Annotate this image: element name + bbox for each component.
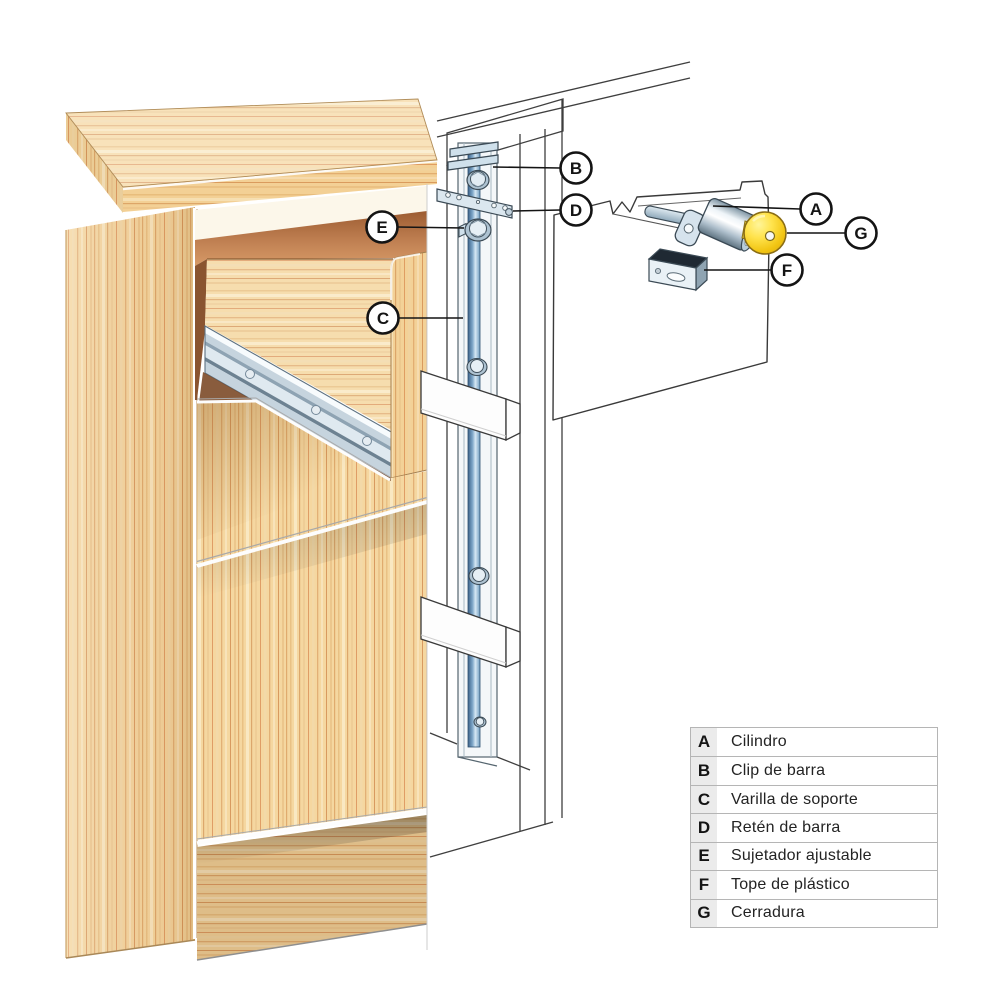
cross-bar-lower: [420, 596, 521, 668]
legend-label: Sujetador ajustable: [731, 847, 872, 865]
callout-b-letter: B: [570, 159, 582, 178]
bar-retainer: [436, 188, 513, 219]
legend-label: Clip de barra: [731, 762, 826, 780]
rod-fastener: [468, 566, 490, 586]
drawer-sketch-panel: [552, 180, 770, 421]
open-drawer-front: [390, 251, 428, 479]
bar-clip: [447, 141, 499, 191]
legend-row-d: D Retén de barra: [691, 813, 937, 842]
cross-bar-upper: [420, 370, 521, 442]
callout-f-letter: F: [782, 261, 792, 280]
cabinet-plinth: [196, 815, 428, 961]
rail-screw: [362, 436, 372, 446]
frame-bottom-edge: [429, 821, 554, 858]
legend-key: D: [691, 814, 717, 842]
legend-row-g: G Cerradura: [691, 898, 937, 927]
callout-e-letter: E: [376, 218, 387, 237]
top-outline-line: [436, 61, 691, 122]
legend-key: E: [691, 842, 717, 871]
callout-f: F: [770, 253, 804, 287]
drawer-divider-gap: [196, 500, 428, 568]
callout-a-letter: A: [810, 200, 822, 219]
cabinet-top-slab: [65, 98, 438, 213]
drawer-slide-rail: [204, 325, 394, 481]
legend-row-a: A Cilindro: [691, 728, 937, 757]
file-cabinet: [65, 98, 438, 961]
stop-screw-hole: [654, 267, 662, 275]
bay-left-shadow: [195, 259, 207, 400]
rail-screw: [311, 405, 321, 415]
cabinet-side-panel: [65, 207, 198, 959]
callout-a: A: [799, 192, 833, 226]
legend-row-e: E Sujetador ajustable: [691, 841, 937, 871]
leader-b: [492, 166, 561, 169]
callout-e: E: [365, 210, 399, 244]
leader-e: [397, 226, 465, 229]
legend-key: C: [691, 785, 717, 814]
legend-key: A: [691, 728, 717, 757]
callout-g-letter: G: [854, 224, 867, 243]
rod-fastener: [466, 357, 488, 377]
rail-screw: [245, 369, 255, 379]
key-hole: [764, 230, 776, 242]
callout-b: B: [559, 151, 593, 185]
key: [741, 211, 787, 255]
stop-slot: [666, 272, 686, 282]
legend-row-c: C Varilla de soporte: [691, 784, 937, 814]
legend-key: B: [691, 757, 717, 785]
legend-label: Cilindro: [731, 733, 787, 751]
legend-row-f: F Tope de plástico: [691, 870, 937, 899]
drawer-front-2: [196, 397, 427, 567]
callout-c: C: [366, 301, 400, 335]
legend-row-b: B Clip de barra: [691, 756, 937, 785]
legend-key: F: [691, 871, 717, 899]
retainer-screw: [505, 208, 513, 216]
frame-sketch: [429, 61, 691, 858]
plastic-stop: [647, 248, 709, 292]
lock-rod-assembly: [436, 141, 513, 767]
legend-label: Cerradura: [731, 904, 805, 922]
legend-label: Varilla de soporte: [731, 790, 858, 808]
legend-label: Tope de plástico: [731, 875, 850, 893]
leader-a: [712, 205, 801, 210]
lock-assembly: [644, 198, 787, 255]
drawer-front-3: [196, 504, 428, 845]
callout-circles: A B C D E F G: [365, 151, 878, 335]
frame-cap: [446, 98, 564, 166]
legend-label: Retén de barra: [731, 818, 841, 836]
callout-d: D: [559, 193, 593, 227]
adjustable-fastener: [458, 218, 492, 242]
callout-d-letter: D: [570, 201, 582, 220]
legend-key: G: [691, 899, 717, 927]
leader-d: [512, 209, 561, 212]
callout-g: G: [844, 216, 878, 250]
rod-fastener: [473, 716, 487, 728]
callout-c-letter: C: [377, 309, 389, 328]
callout-leader-lines: [397, 166, 845, 319]
lock-mounting-bracket: [674, 209, 706, 247]
key-head: [743, 211, 787, 255]
top-rail: [195, 186, 427, 240]
legend-table: A Cilindro B Clip de barra C Varilla de …: [690, 727, 938, 928]
